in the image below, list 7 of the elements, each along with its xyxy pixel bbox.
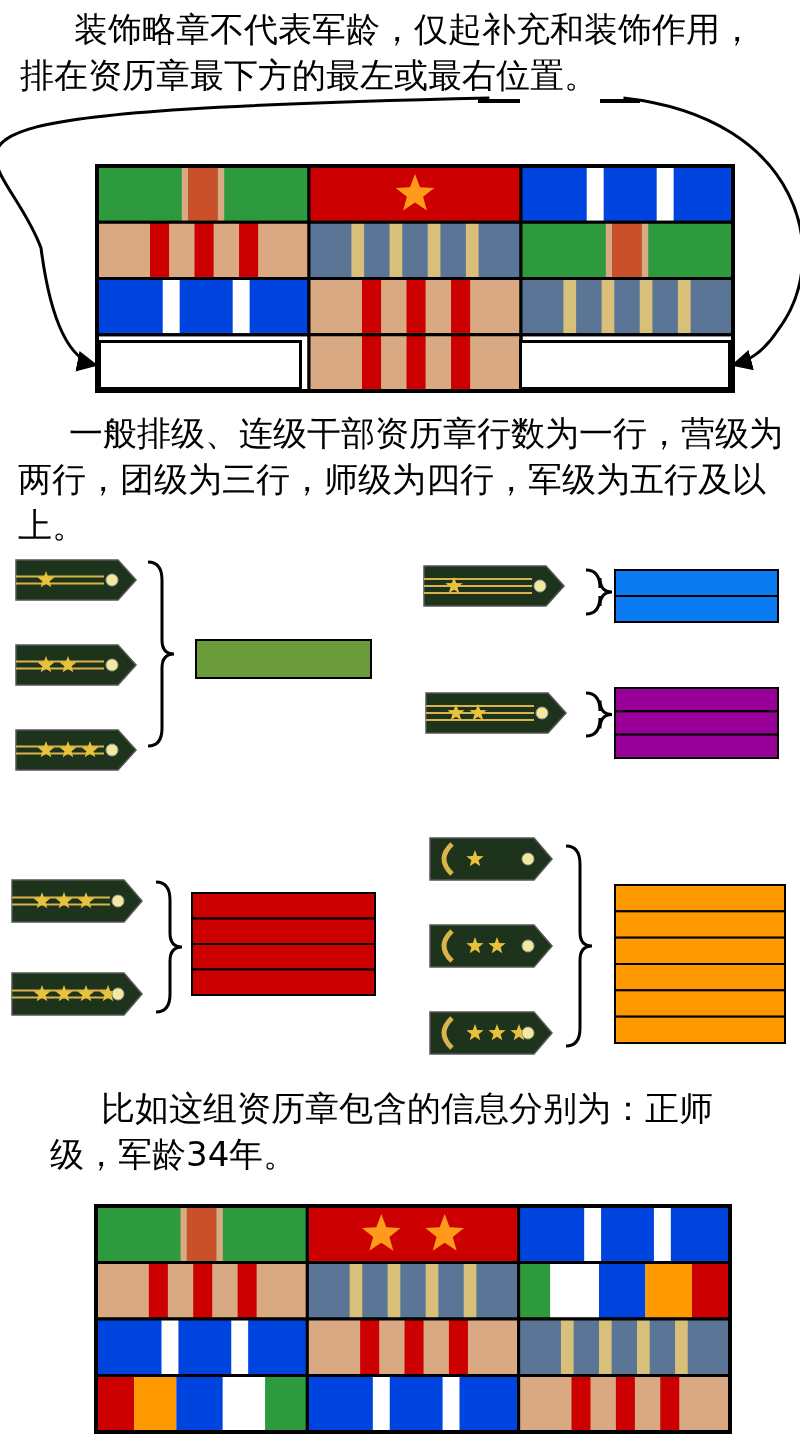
paragraph-text: 装饰略章不代表军龄，仅起补充和装饰作用，排在资历章最下方的最左或最右位置。	[20, 6, 765, 98]
curved-arrow	[0, 96, 490, 370]
empty-ribbon-slot	[519, 340, 731, 390]
paragraph-text: 一般排级、连级干部资历章行数为一行，营级为两行，团级为三行，师级为四行，军级为五行及以上。	[18, 412, 784, 547]
paragraph-text: 比如这组资历章包含的信息分别为：正师级，军龄34年。	[50, 1087, 714, 1176]
curved-arrow	[623, 96, 800, 370]
empty-ribbon-slot	[98, 340, 302, 390]
